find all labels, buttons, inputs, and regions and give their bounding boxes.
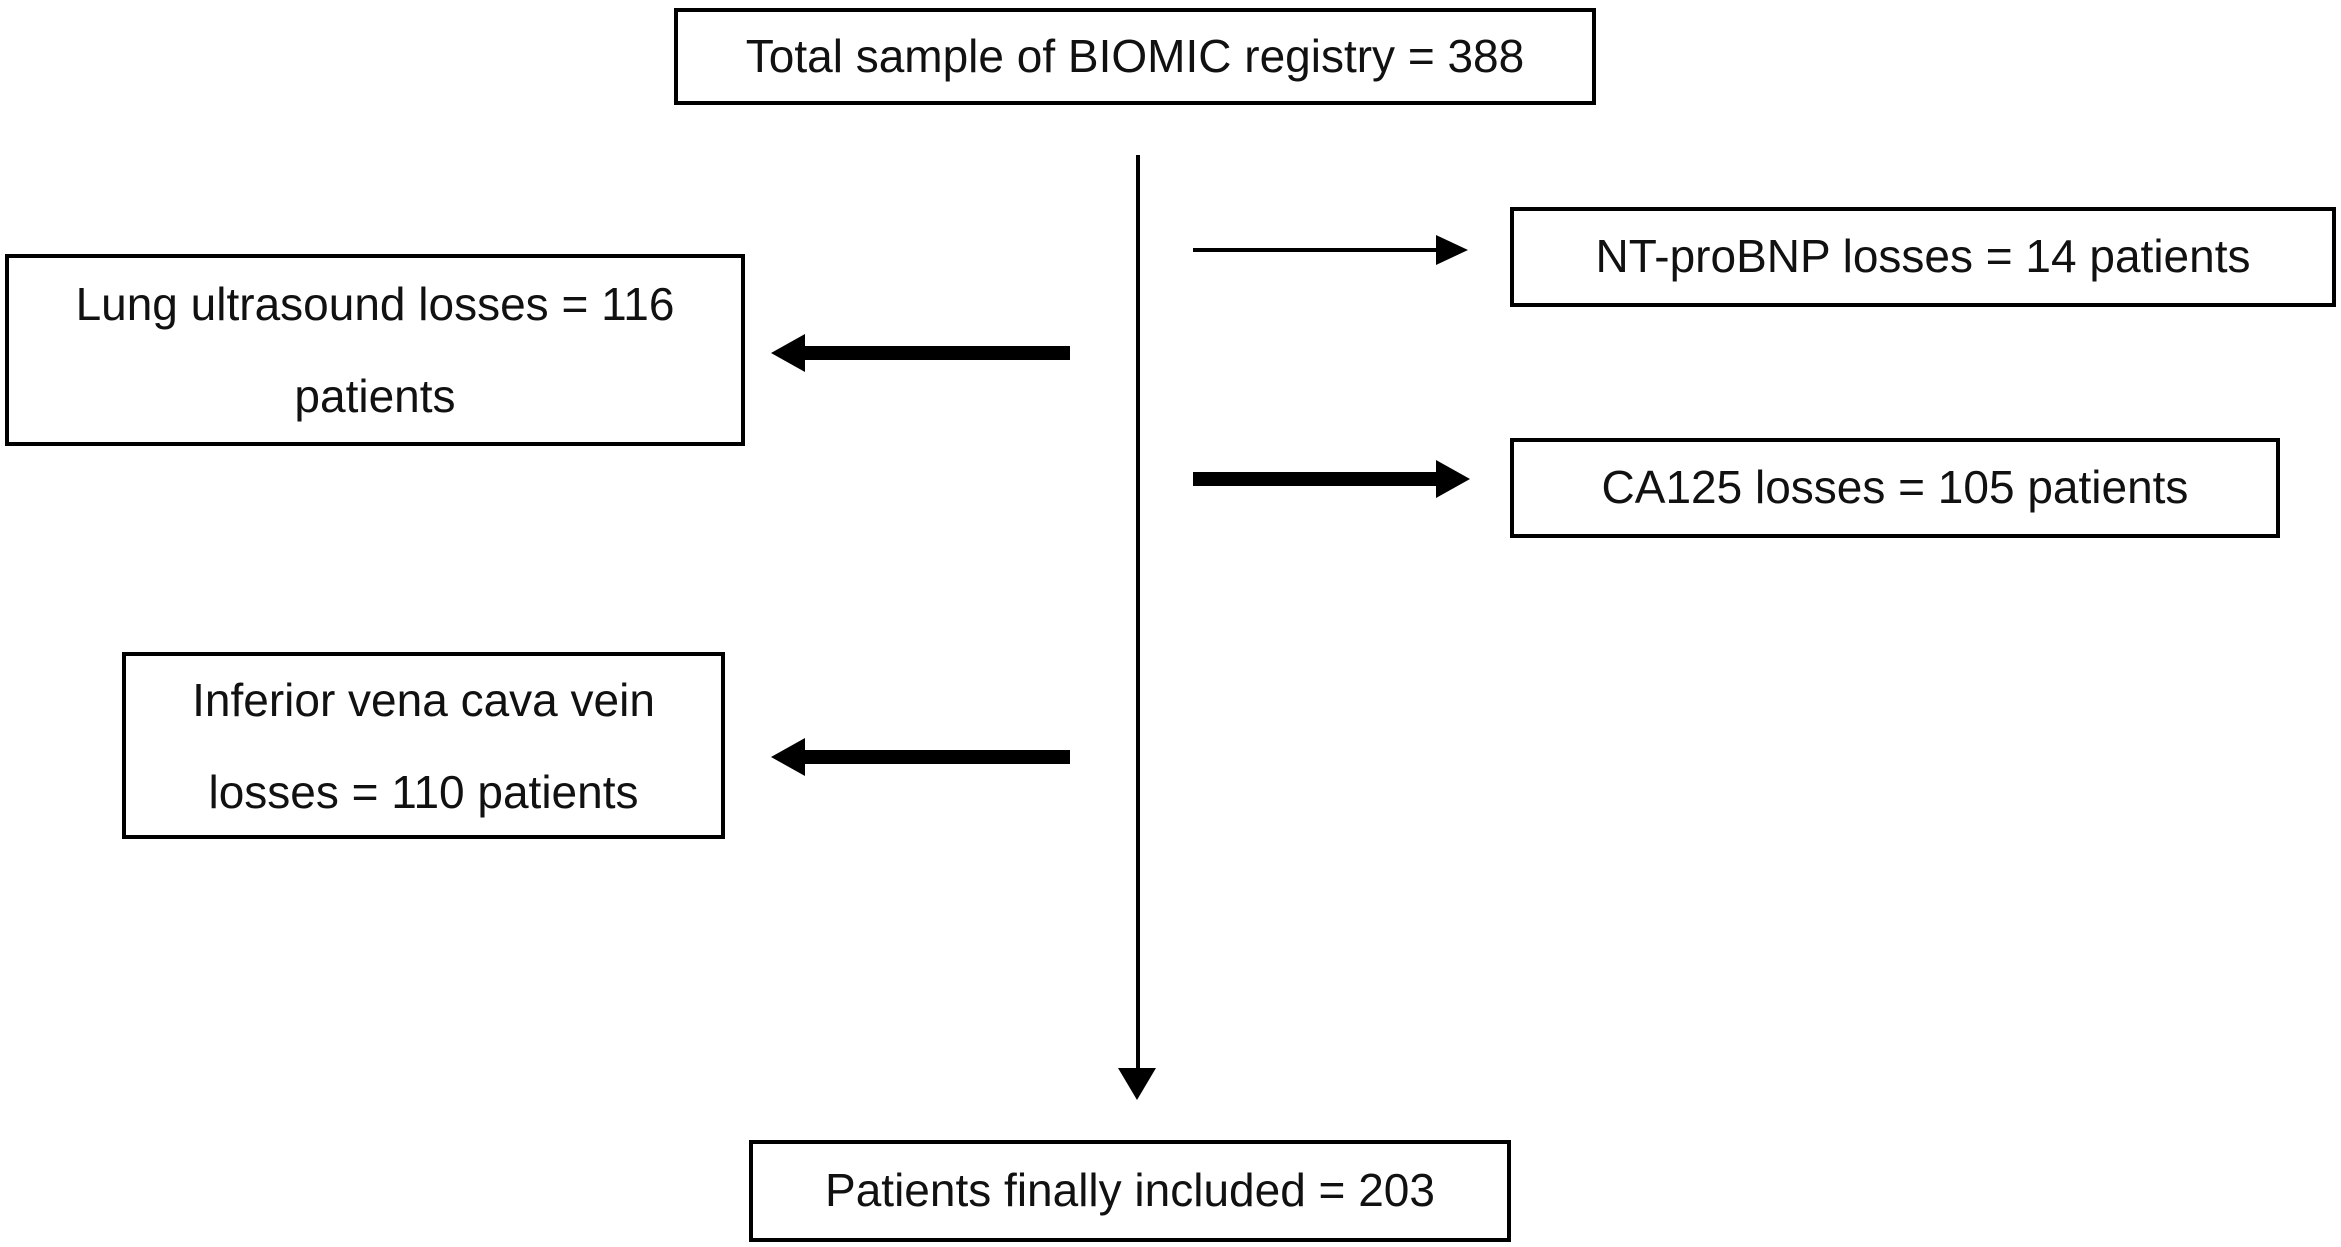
arrow-lung-ultrasound-shaft bbox=[803, 346, 1070, 360]
arrow-ntprobnp-shaft bbox=[1193, 248, 1436, 252]
arrow-right-icon bbox=[1436, 460, 1470, 498]
node-ntprobnp-losses-label: NT-proBNP losses = 14 patients bbox=[1595, 230, 2251, 283]
node-inferior-vena-cava-losses-line1: Inferior vena cava vein bbox=[192, 673, 655, 726]
node-total-sample-label: Total sample of BIOMIC registry = 388 bbox=[745, 29, 1525, 82]
arrow-right-icon bbox=[1436, 235, 1468, 265]
arrow-down-icon bbox=[1118, 1068, 1156, 1100]
node-ca125-losses: CA125 losses = 105 patients bbox=[1510, 438, 2280, 538]
node-ntprobnp-losses: NT-proBNP losses = 14 patients bbox=[1510, 207, 2336, 307]
arrow-left-icon bbox=[771, 334, 805, 372]
node-ca125-losses-label: CA125 losses = 105 patients bbox=[1601, 461, 2189, 514]
node-inferior-vena-cava-losses-line2: losses = 110 patients bbox=[208, 765, 639, 818]
node-lung-ultrasound-losses: Lung ultrasound losses = 116 patients bbox=[5, 254, 745, 446]
arrow-ca125-shaft bbox=[1193, 472, 1436, 486]
node-lung-ultrasound-losses-line2: patients bbox=[294, 370, 456, 422]
node-lung-ultrasound-losses-label: Lung ultrasound losses = 116 patients bbox=[76, 258, 675, 442]
node-patients-finally-included: Patients finally included = 203 bbox=[749, 1140, 1511, 1242]
node-lung-ultrasound-losses-line1: Lung ultrasound losses = 116 bbox=[75, 278, 675, 330]
node-total-sample: Total sample of BIOMIC registry = 388 bbox=[674, 8, 1596, 105]
main-vertical-line bbox=[1136, 155, 1140, 1070]
node-inferior-vena-cava-losses-label: Inferior vena cava vein losses = 110 pat… bbox=[192, 654, 655, 838]
node-patients-finally-included-label: Patients finally included = 203 bbox=[825, 1164, 1435, 1217]
node-inferior-vena-cava-losses: Inferior vena cava vein losses = 110 pat… bbox=[122, 652, 725, 839]
arrow-inferior-vena-cava-shaft bbox=[803, 750, 1070, 764]
arrow-left-icon bbox=[771, 738, 805, 776]
